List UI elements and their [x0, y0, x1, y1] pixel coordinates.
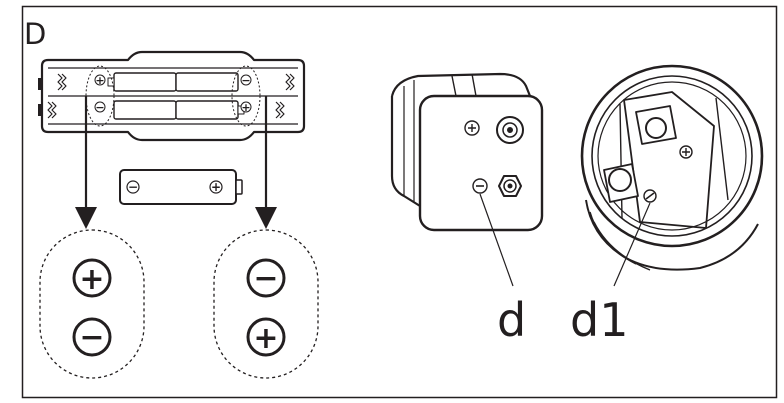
holder-bottom-left-sign: − [95, 101, 104, 114]
negative-circle-icon [246, 258, 286, 298]
positive-circle-icon [246, 317, 286, 357]
callout-line-d [479, 193, 514, 287]
right-bottom-sign: + [253, 321, 278, 356]
battery-positive-sign: + [211, 180, 221, 194]
left-bottom-sign: − [79, 320, 104, 355]
left-top-sign: + [79, 262, 104, 297]
callout-label-d: d [497, 293, 526, 347]
battery-holder [38, 50, 306, 142]
callout-label-d1: d1 [570, 293, 628, 347]
aa-battery [119, 169, 243, 205]
holder-terminal-negative-icon [94, 101, 106, 113]
holder-bottom-right-sign: + [241, 101, 250, 114]
orientation-bubble-left [39, 229, 145, 379]
holder-terminal-negative-icon [240, 74, 252, 86]
holder-top-left-sign: + [95, 74, 104, 87]
negative-circle-icon [72, 317, 112, 357]
holder-terminal-positive-icon [94, 74, 106, 86]
orientation-bubble-right [213, 229, 319, 379]
holder-terminal-positive-icon [240, 101, 252, 113]
panel-label: D [24, 17, 46, 51]
right-top-sign: − [253, 261, 278, 296]
battery-compartment-round [580, 64, 764, 271]
battery-pack [390, 72, 544, 232]
figure-frame [21, 5, 778, 399]
positive-circle-icon [72, 258, 112, 298]
callout-line-d1 [613, 202, 651, 287]
battery-negative-sign: − [128, 180, 138, 194]
holder-top-right-sign: − [241, 74, 250, 87]
